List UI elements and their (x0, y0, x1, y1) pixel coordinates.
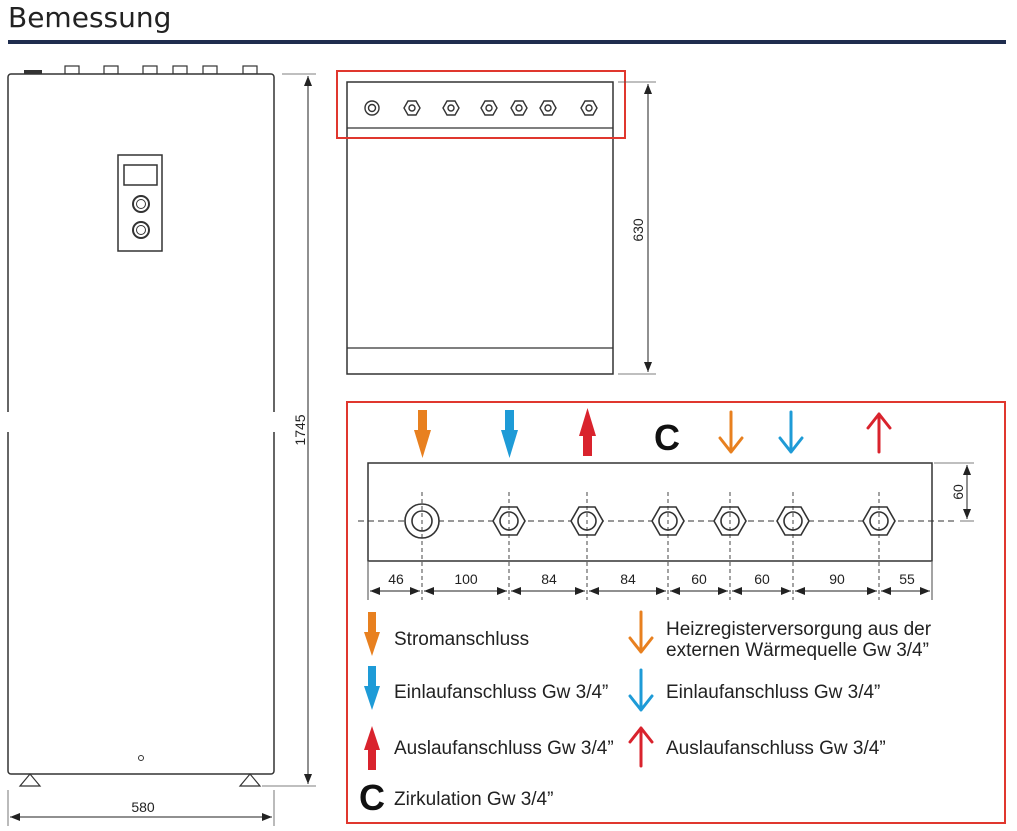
spacing-label: 100 (454, 571, 478, 587)
spacing-label: 55 (899, 571, 915, 587)
display-screen (123, 164, 158, 186)
control-knob (132, 195, 150, 213)
legend-circulation-symbol: C (359, 777, 385, 818)
legend-arrow-down-blue-icon (364, 666, 380, 710)
legend-label-power: Stromanschluss (394, 629, 530, 650)
legend-label-outlet: Auslaufanschluss Gw 3/4” (394, 738, 614, 759)
spacing-label: 84 (620, 571, 636, 587)
legend-label-inlet: Einlaufanschluss Gw 3/4” (394, 682, 609, 703)
legend-label-heating-register: Heizregisterversorgung aus der externen … (666, 619, 931, 661)
top-view: 630 (336, 70, 656, 375)
bar-height-label: 60 (950, 484, 966, 500)
spacing-label: 84 (541, 571, 557, 587)
arrow-down-blue-outline-icon (778, 410, 804, 454)
top-fitting (242, 65, 258, 75)
legend-arrow-down-orange-outline-icon (628, 610, 654, 654)
spacing-label: 60 (691, 571, 707, 587)
top-fitting (142, 65, 158, 75)
top-fitting (172, 65, 188, 75)
height-label: 1745 (292, 414, 308, 445)
connection-bar (367, 462, 933, 562)
legend-label-heating-register-line1: Heizregisterversorgung aus der (666, 619, 932, 640)
connection-detail-panel: C (346, 401, 1006, 824)
legend-label-circulation: Zirkulation Gw 3/4” (394, 789, 554, 810)
arrow-down-blue-icon (501, 410, 518, 458)
foot (238, 773, 262, 787)
legend-arrow-down-orange-icon (364, 612, 380, 656)
title-rule (8, 40, 1006, 44)
legend-label-heating-register-line2: externen Wärmequelle Gw 3/4” (666, 640, 929, 661)
spacing-label: 90 (829, 571, 845, 587)
arrow-down-orange-outline-icon (718, 410, 744, 454)
front-view: 1745 580 (4, 65, 316, 826)
legend-label-outlet-outline: Auslaufanschluss Gw 3/4” (666, 738, 886, 759)
unit-outline (346, 81, 614, 375)
legend-label-inlet-outline: Einlaufanschluss Gw 3/4” (666, 682, 881, 703)
foot (18, 773, 42, 787)
break-gap (4, 412, 278, 432)
width-label: 580 (131, 799, 155, 815)
top-fitting (64, 65, 80, 75)
arrow-up-red-icon (579, 408, 596, 456)
arrow-down-orange-icon (414, 410, 431, 458)
top-fitting (202, 65, 218, 75)
spacing-label: 60 (754, 571, 770, 587)
control-knob (132, 221, 150, 239)
circulation-symbol: C (654, 417, 680, 458)
legend-arrow-up-red-icon (364, 726, 380, 770)
top-fitting (103, 65, 119, 75)
top-fitting (24, 70, 42, 74)
connection-highlight-box (336, 70, 626, 139)
legend-arrow-up-red-outline-icon (628, 726, 654, 768)
page-title: Bemessung (8, 1, 172, 34)
spacing-label: 46 (388, 571, 404, 587)
arrow-up-red-outline-icon (866, 412, 892, 454)
depth-label: 630 (630, 218, 646, 242)
drain-point (138, 755, 144, 761)
legend-arrow-down-blue-outline-icon (628, 668, 654, 712)
